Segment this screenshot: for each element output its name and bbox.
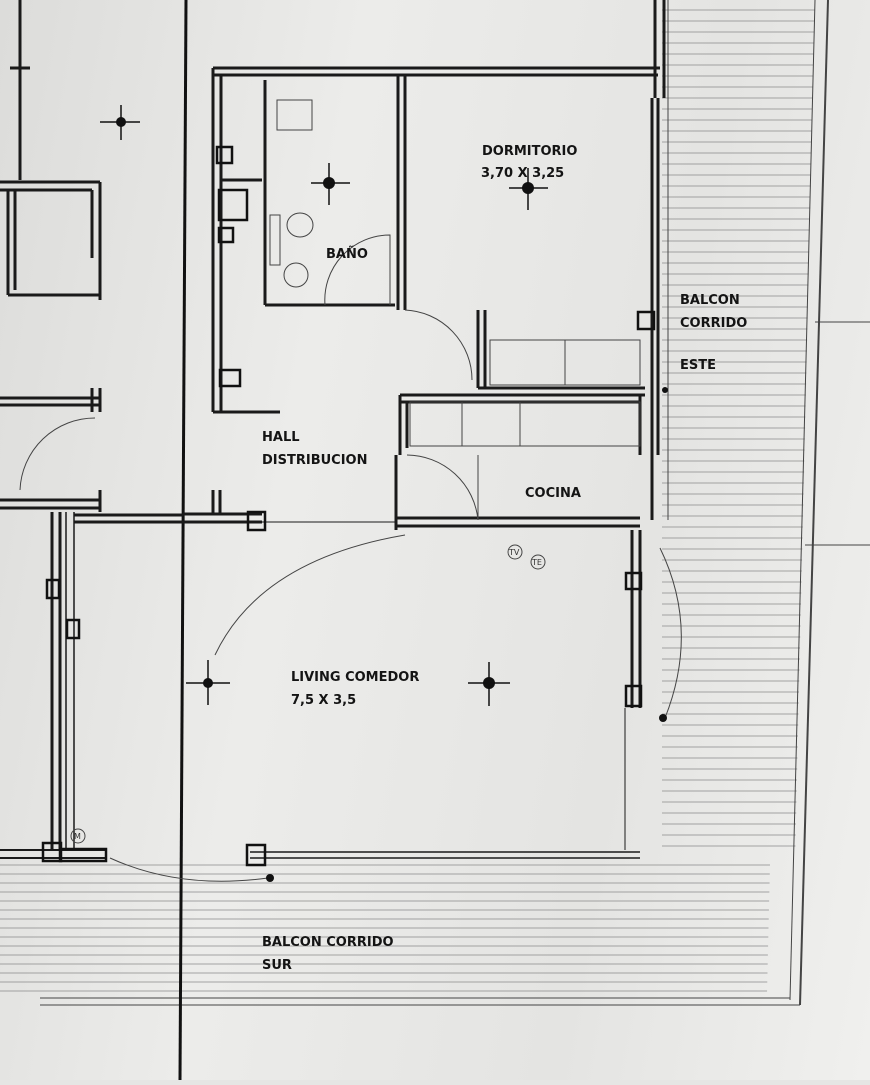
bano-label: BAÑO: [326, 246, 368, 262]
balcon-sur-line1: BALCON CORRIDO: [262, 935, 394, 950]
symbol-m: M: [70, 828, 86, 844]
hall-line2: DISTRIBUCION: [262, 453, 367, 468]
living-size: 7,5 X 3,5: [291, 693, 356, 708]
dormitorio-size: 3,70 X 3,25: [481, 166, 564, 181]
cocina-label: COCINA: [525, 486, 581, 501]
electrical-points: [116, 117, 668, 882]
bathroom-fixtures: [269, 99, 641, 447]
columns: [41, 145, 656, 867]
balcony-east-hatching: [662, 9, 815, 847]
dormitorio-label: DORMITORIO: [482, 144, 577, 159]
balcon-este-line1: BALCON: [680, 293, 740, 308]
m-label: M: [74, 832, 81, 841]
hall-line1: HALL: [262, 430, 300, 445]
door-swings: [19, 234, 682, 882]
symbol-te: TE: [530, 554, 546, 570]
building-edge: [40, 0, 870, 1006]
structural-axis-line: [178, 0, 188, 1081]
light-crosshairs: [100, 105, 548, 706]
balcony-south-hatching: [0, 864, 770, 992]
living-label: LIVING COMEDOR: [291, 670, 419, 685]
balcon-este-line2: CORRIDO: [680, 316, 747, 331]
tv-label: TV: [508, 548, 520, 557]
symbol-tv: TV: [507, 544, 523, 560]
walls: [0, 0, 666, 859]
balcon-sur-line2: SUR: [262, 958, 292, 973]
balcon-este-line3: ESTE: [680, 358, 716, 373]
te-label: TE: [531, 558, 542, 567]
